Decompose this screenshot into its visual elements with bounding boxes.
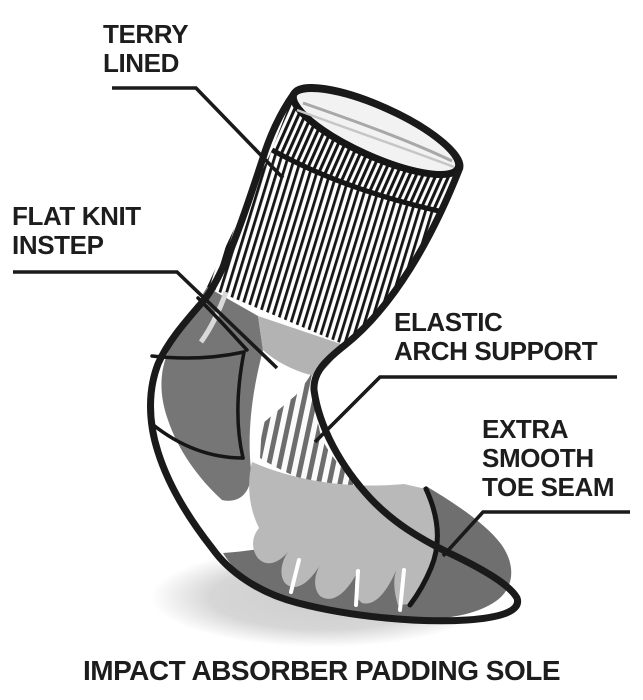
label-flat-knit-instep: FLAT KNIT INSTEP bbox=[12, 201, 141, 261]
leader-lines bbox=[13, 86, 630, 558]
instep-gusset bbox=[258, 316, 341, 376]
welt-seam bbox=[270, 147, 444, 215]
leader-flat-knit-instep bbox=[13, 270, 279, 370]
arch-support-stripes bbox=[260, 366, 392, 512]
ankle-highlight-seam bbox=[198, 291, 229, 344]
sole-slits bbox=[289, 558, 406, 612]
leader-terry-lined bbox=[112, 86, 285, 180]
label-terry-lined: TERRY LINED bbox=[103, 19, 189, 79]
leader-elastic-arch-support bbox=[313, 375, 617, 444]
caption-impact-absorber-padding-sole: IMPACT ABSORBER PADDING SOLE bbox=[82, 655, 561, 686]
sock-outline bbox=[147, 84, 522, 625]
leader-extra-smooth-toe-seam bbox=[441, 510, 630, 558]
label-extra-smooth-toe-seam: EXTRA SMOOTH TOE SEAM bbox=[482, 414, 615, 503]
toe-seam-line bbox=[407, 486, 440, 608]
label-elastic-arch-support: ELASTIC ARCH SUPPORT bbox=[394, 307, 598, 367]
